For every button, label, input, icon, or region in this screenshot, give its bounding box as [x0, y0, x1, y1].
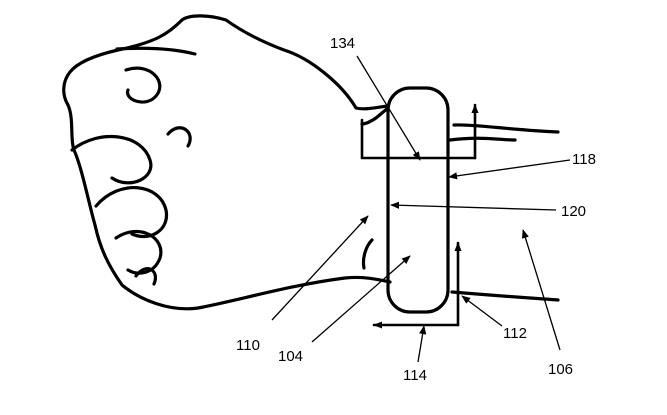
ref-numeral-118: 118 — [572, 151, 596, 168]
leader-112 — [461, 295, 503, 327]
leader-lines — [271, 55, 571, 363]
ref-numeral-112: 112 — [503, 325, 527, 342]
leader-104 — [311, 255, 411, 343]
leader-106 — [521, 229, 561, 351]
ref-numeral-114: 114 — [403, 367, 427, 384]
leader-114 — [417, 325, 427, 363]
leader-118 — [448, 159, 571, 180]
wrist-device — [386, 86, 450, 314]
ref-numeral-104: 104 — [278, 348, 304, 365]
ref-numeral-106: 106 — [548, 361, 574, 378]
leader-120 — [390, 201, 557, 211]
leader-110 — [271, 215, 369, 321]
leader-134 — [356, 55, 421, 161]
axes-bottom — [372, 241, 462, 329]
ref-numeral-120: 120 — [561, 203, 587, 220]
axes-top — [360, 103, 479, 160]
ref-numeral-110: 110 — [236, 337, 260, 354]
hand-outline — [62, 14, 560, 311]
ref-numeral-134: 134 — [330, 35, 356, 52]
